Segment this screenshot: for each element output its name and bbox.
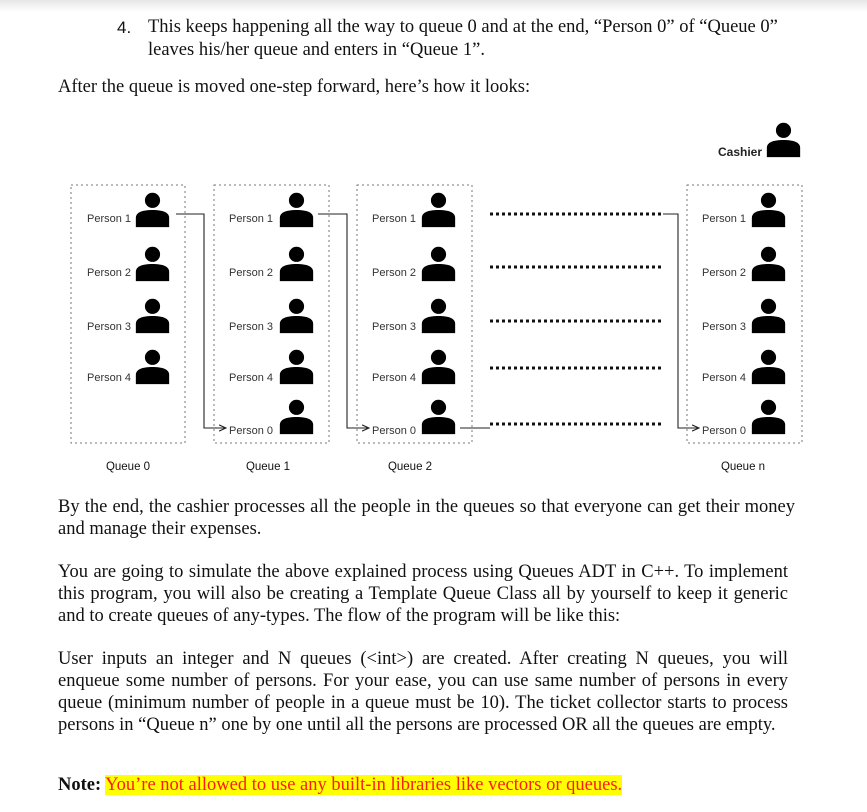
queue-n-label: Queue n [721,461,765,473]
queue-n-person-2-label: Person 2 [702,267,746,279]
person-icon [279,349,314,385]
queue-0-label: Queue 0 [106,461,150,473]
person-icon [279,298,314,334]
queue-2-person-4-label: Person 4 [372,372,416,384]
person-icon [421,298,456,334]
cashier-person-icon [766,122,801,158]
person-icon [751,246,786,282]
queue-1: Person 1 Person 2 Person 3 Person 4 Pers… [229,192,314,437]
person-icon [421,246,456,282]
person-icon [751,399,786,435]
note-label: Note: [58,775,102,795]
person-icon [135,349,170,385]
person-icon [135,192,170,228]
person-icon [751,192,786,228]
step-text-line1: This keeps happening all the way to queu… [148,17,778,37]
queue-2: Person 1 Person 2 Person 3 Person 4 Pers… [372,192,456,437]
queue-1-label: Queue 1 [246,461,290,473]
queue-2-person-2-label: Person 2 [372,267,416,279]
person-icon [279,192,314,228]
person-icon [751,349,786,385]
move-arrow-q0-to-q1 [176,213,226,428]
queue-n-person-3-label: Person 3 [702,321,746,333]
person-icon [421,192,456,228]
page-top-shadow [0,0,867,12]
person-icon [751,298,786,334]
queue-1-person-1-label: Person 1 [229,213,273,225]
move-arrow-into-qn [663,213,699,428]
queue-2-person-3-label: Person 3 [372,321,416,333]
queue-1-box [213,184,330,444]
move-arrow-q1-to-q2 [318,213,369,428]
queue-n-person-0-label: Person 0 [702,425,746,437]
queue-2-person-1-label: Person 1 [372,213,416,225]
queue-0-person-2-label: Person 2 [87,267,131,279]
flow-paragraph: User inputs an integer and N queues (<in… [58,649,788,735]
queue-0-person-3-label: Person 3 [87,321,131,333]
person-icon [421,399,456,435]
step-text-line2: leaves his/her queue and enters in “Queu… [148,40,485,60]
queue-1-person-0-label: Person 0 [229,425,273,437]
cashier-paragraph: By the end, the cashier processes all th… [58,497,795,539]
queue-n-person-1-label: Person 1 [702,213,746,225]
queue-0-person-1-label: Person 1 [87,213,131,225]
person-icon [279,399,314,435]
queue-0-person-4-label: Person 4 [87,372,131,384]
queue-1-person-4-label: Person 4 [229,372,273,384]
queue-2-person-0-label: Person 0 [372,425,416,437]
queue-n: Person 1 Person 2 Person 3 Person 4 Pers… [702,192,786,437]
person-icon [421,349,456,385]
person-icon [135,246,170,282]
cashier-label: Cashier [718,145,762,159]
queue-0-box [70,184,186,444]
note-line: Note: You’re not allowed to use any buil… [58,774,818,796]
queue-2-box [356,184,473,444]
simulate-paragraph: You are going to simulate the above expl… [58,562,788,626]
step-number: 4. [117,18,132,37]
queue-1-person-3-label: Person 3 [229,321,273,333]
person-icon [135,298,170,334]
continuation-dots [490,212,662,426]
queue-n-box [686,184,803,444]
queue-n-person-4-label: Person 4 [702,372,746,384]
note-highlight-text: You’re not allowed to use any built-in l… [105,775,623,795]
queue-2-label: Queue 2 [388,461,432,473]
queue-1-person-2-label: Person 2 [229,267,273,279]
person-icon [279,246,314,282]
queue-0: Person 1 Person 2 Person 3 Person 4 [87,192,170,385]
after-move-text: After the queue is moved one-step forwar… [58,77,531,97]
